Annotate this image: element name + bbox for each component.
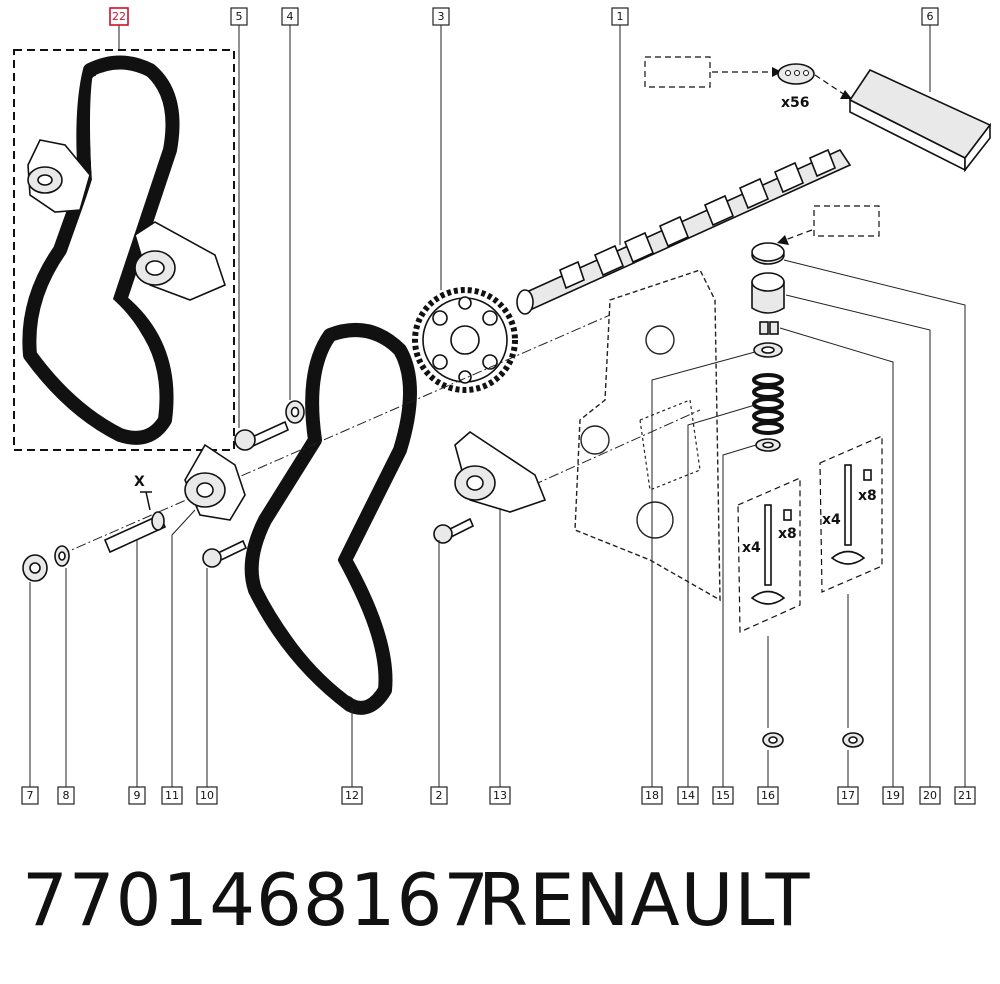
callout-16: 16 [757, 786, 779, 805]
spring-retainer-18 [753, 342, 783, 358]
svg-text:4: 4 [287, 10, 294, 23]
valve-group-b-outline [819, 435, 883, 593]
svg-text:20: 20 [923, 789, 937, 802]
svg-text:7: 7 [27, 789, 34, 802]
marker-x-label: X [134, 474, 145, 490]
collet-a-quantity: x8 [778, 526, 797, 542]
spring-seat-15 [755, 438, 781, 452]
valve-16 [750, 504, 786, 605]
brand-name: RENAULT [478, 858, 811, 942]
valve-seal-16 [762, 732, 784, 748]
callout-14: 14 [677, 786, 699, 805]
callout-22: 22 [109, 7, 129, 26]
svg-text:18: 18 [645, 789, 659, 802]
kit-dashed-outline [13, 49, 235, 451]
camshaft-sprocket [412, 287, 518, 393]
valve-seal-17 [842, 732, 864, 748]
svg-text:17: 17 [841, 789, 855, 802]
axis-line-main [59, 314, 611, 556]
callout-20: 20 [919, 786, 941, 805]
callout-4: 4 [281, 7, 299, 26]
callout-2: 2 [430, 786, 448, 805]
svg-text:9: 9 [134, 789, 141, 802]
svg-text:3: 3 [438, 10, 445, 23]
nut-7 [22, 554, 48, 582]
washer-8 [54, 545, 70, 567]
kit-tensioner-pulley [27, 139, 91, 213]
measurement-marker-x: X [134, 474, 152, 511]
stud-9 [103, 511, 167, 554]
svg-text:5: 5 [236, 10, 243, 23]
cylinder-head-outline [574, 269, 721, 602]
valve-b-quantity: x4 [822, 512, 841, 528]
callout-12: 12 [341, 786, 363, 805]
svg-text:15: 15 [716, 789, 730, 802]
svg-text:14: 14 [681, 789, 695, 802]
callout-11: 11 [161, 786, 183, 805]
svg-text:12: 12 [345, 789, 359, 802]
shim-tray [848, 68, 992, 173]
tensioner-pulley [184, 443, 246, 521]
callout-7: 7 [21, 786, 39, 805]
tappet-shim [777, 63, 815, 85]
main-timing-belt [244, 323, 417, 715]
collet-b-quantity: x8 [858, 488, 877, 504]
valve-17 [830, 464, 866, 565]
svg-text:1: 1 [617, 10, 624, 23]
tappet-quantity: x56 [781, 95, 810, 111]
bolt-5 [234, 420, 290, 451]
svg-text:21: 21 [958, 789, 972, 802]
callout-8: 8 [57, 786, 75, 805]
callout-3: 3 [432, 7, 450, 26]
idler-pulley [454, 430, 547, 513]
leader-lines [29, 25, 966, 788]
svg-text:11: 11 [165, 789, 179, 802]
part-number: 7701468167 [22, 858, 491, 942]
shim-21 [751, 242, 785, 265]
kit-timing-belt [22, 55, 180, 445]
svg-text:6: 6 [927, 10, 934, 23]
valve-spring-14 [752, 373, 784, 435]
callout-15: 15 [712, 786, 734, 805]
svg-text:10: 10 [200, 789, 214, 802]
bucket-shim-dashed-box [813, 205, 880, 237]
bucket-tappet-20 [751, 272, 785, 314]
svg-text:2: 2 [436, 789, 443, 802]
valve-a-quantity: x4 [742, 540, 761, 556]
svg-text:19: 19 [886, 789, 900, 802]
callout-9: 9 [128, 786, 146, 805]
callout-10: 10 [196, 786, 218, 805]
svg-text:22: 22 [112, 10, 126, 23]
svg-text:13: 13 [493, 789, 507, 802]
washer-4 [285, 400, 305, 424]
kit-idler-pulley [134, 221, 226, 301]
callout-21: 21 [954, 786, 976, 805]
bolt-10 [202, 539, 248, 568]
callout-5: 5 [230, 7, 248, 26]
svg-text:16: 16 [761, 789, 775, 802]
callout-1: 1 [611, 7, 629, 26]
callout-13: 13 [489, 786, 511, 805]
valve-group-a-outline [737, 477, 801, 633]
callout-6: 6 [921, 7, 939, 26]
callout-19: 19 [882, 786, 904, 805]
valve-collets-19 [759, 321, 779, 335]
tappet-shim-dashed-box [644, 56, 711, 88]
camshaft [516, 148, 852, 315]
callout-17: 17 [837, 786, 859, 805]
svg-text:8: 8 [63, 789, 70, 802]
bolt-2 [433, 517, 475, 544]
callout-18: 18 [641, 786, 663, 805]
